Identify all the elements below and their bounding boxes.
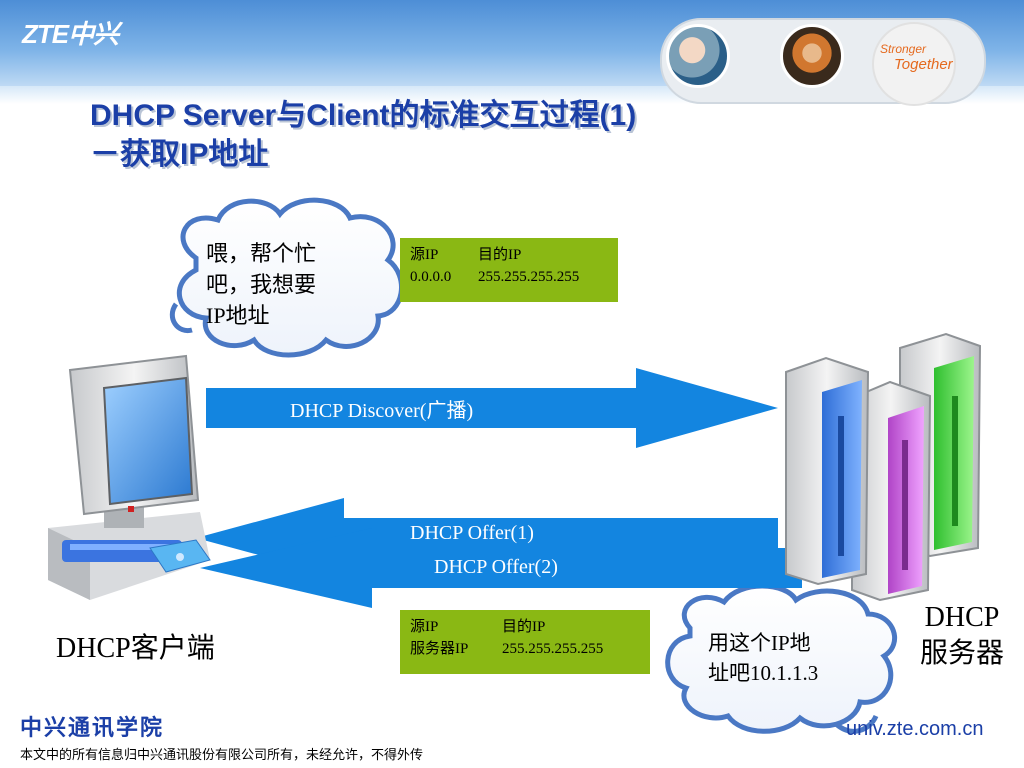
client-bubble-line1: 喂，帮个忙: [206, 241, 317, 266]
slide-title-line1: DHCP Server与Client的标准交互过程(1): [90, 99, 637, 132]
slogan-line2: Together: [894, 56, 953, 73]
slide-title-line2: －获取IP地址: [90, 138, 269, 171]
offer-dst-header: 目的IP: [502, 619, 546, 635]
client-bubble-line2: 吧，我想要: [206, 272, 317, 297]
discover-arrow: [206, 368, 778, 448]
client-bubble-text: 喂，帮个忙 吧，我想要 IP地址: [206, 238, 386, 331]
offer-src-header: 源IP: [410, 619, 439, 635]
discover-dst-value: 255.255.255.255: [478, 269, 580, 285]
offer-src-value: 服务器IP: [410, 641, 469, 657]
slide-title: DHCP Server与Client的标准交互过程(1) －获取IP地址: [90, 96, 636, 174]
client-bubble-line3: IP地址: [206, 303, 270, 328]
slogan: Stronger Together: [880, 42, 953, 72]
server-bubble-text: 用这个IP地 址吧10.1.1.3: [708, 628, 888, 688]
server-label-line2: 服务器: [919, 638, 1004, 669]
footer-url: univ.zte.com.cn: [846, 718, 984, 740]
offer2-label: DHCP Offer(2): [434, 556, 558, 578]
header-photo-2: [780, 24, 844, 88]
client-label: DHCP客户端: [56, 633, 215, 664]
offer-dst-value: 255.255.255.255: [502, 641, 604, 657]
offer2-arrow: [200, 528, 802, 608]
server-label: DHCP 服务器: [910, 600, 1014, 672]
header-photo-1: [666, 24, 730, 88]
footer-copyright: 本文中的所有信息归中兴通讯股份有限公司所有，未经允许，不得外传: [20, 748, 424, 763]
discover-label: DHCP Discover(广播): [290, 400, 474, 422]
discover-src-value: 0.0.0.0: [410, 269, 452, 285]
discover-src-header: 源IP: [410, 247, 439, 263]
server-bubble-line2: 址吧10.1.1.3: [708, 661, 819, 685]
dhcp-servers-icon: [785, 332, 982, 602]
slogan-badge: [872, 22, 956, 106]
discover-info-box: 源IP 目的IP 0.0.0.0 255.255.255.255: [400, 238, 618, 302]
client-computer-icon: [48, 354, 211, 600]
slogan-line1: Stronger: [880, 42, 927, 56]
server-label-line1: DHCP: [924, 602, 1000, 633]
server-bubble-line1: 用这个IP地: [708, 631, 811, 655]
zte-logo: ZTE中兴: [22, 19, 119, 49]
offer-info-box: 源IP 目的IP 服务器IP 255.255.255.255: [400, 610, 650, 674]
discover-dst-header: 目的IP: [478, 247, 522, 263]
offer1-label: DHCP Offer(1): [410, 522, 534, 544]
footer-org-name: 中兴通讯学院: [20, 716, 165, 741]
